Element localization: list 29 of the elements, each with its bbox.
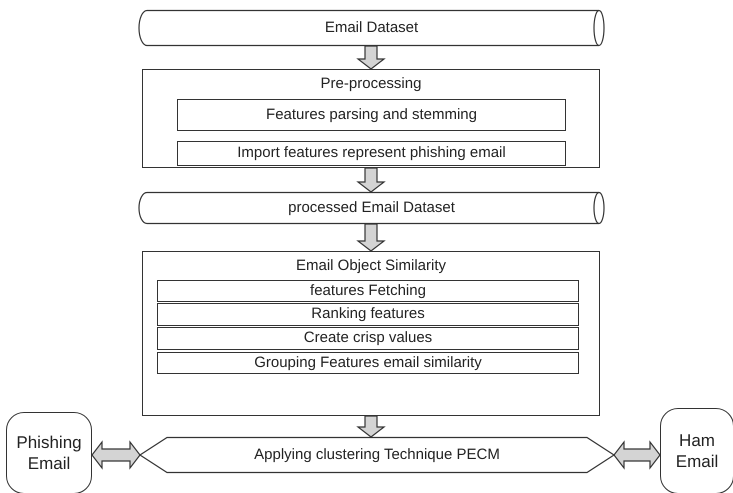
node-label: processed Email Dataset [288,198,455,218]
node-label: Grouping Features email similarity [254,354,482,372]
block-arrow [356,167,386,193]
node-label: Create crisp values [304,329,432,348]
process-box [157,352,579,374]
process-box [177,141,566,166]
block-arrow [356,45,386,70]
rounded-box [6,412,92,493]
node-label: Phishing Email [15,432,83,474]
node-label: Applying clustering Technique PECM [254,446,500,464]
node-label: Ham Email [674,430,720,472]
block-arrow [356,415,386,438]
block-arrow [356,223,386,252]
group-title: Email Object Similarity [296,257,446,276]
node-label: Features parsing and stemming [266,106,477,124]
rounded-box [660,408,733,493]
process-box [157,327,579,350]
node-label: Ranking features [311,305,425,324]
process-group-box [142,251,600,416]
process-group-box [142,69,600,168]
group-title: Pre-processing [320,75,422,94]
process-box [157,303,579,326]
node-label: features Fetching [310,282,426,300]
process-box [157,280,579,302]
process-box [177,99,566,131]
block-arrow [613,440,661,470]
node-label: Import features represent phishing email [237,144,506,163]
node-label: Email Dataset [324,18,418,38]
block-arrow [91,440,141,470]
